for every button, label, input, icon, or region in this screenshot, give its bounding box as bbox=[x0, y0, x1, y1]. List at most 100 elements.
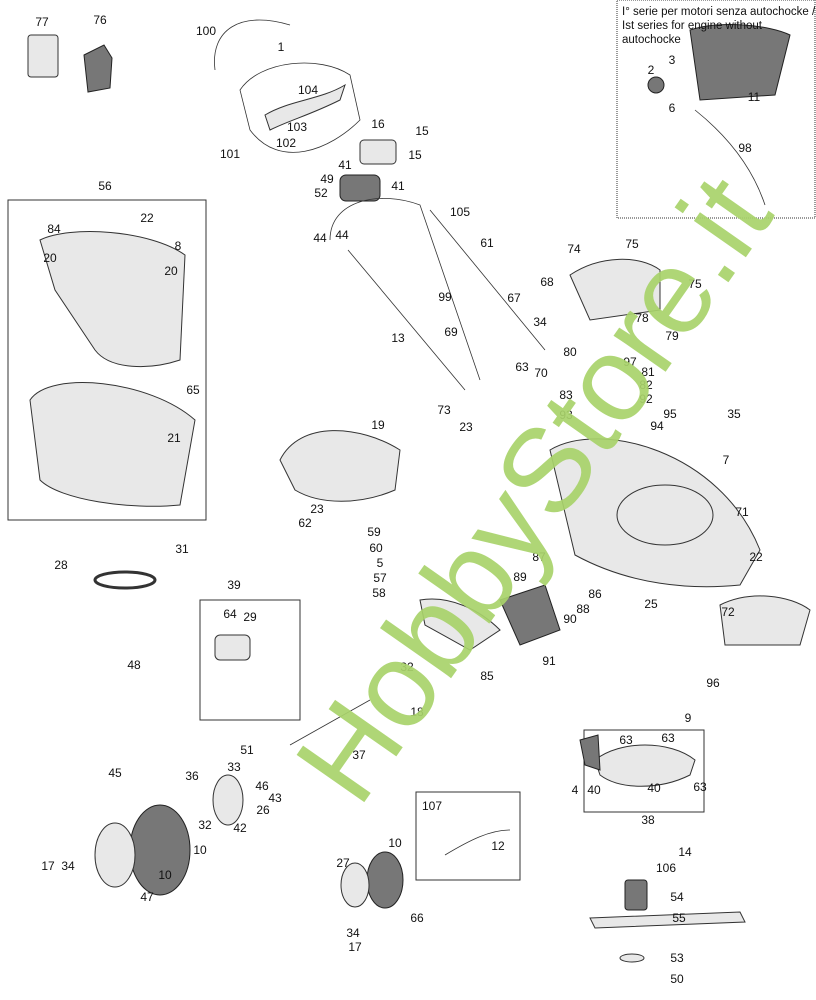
part-number-78: 78 bbox=[635, 311, 649, 325]
part-number-46: 46 bbox=[255, 779, 269, 793]
part-number-104: 104 bbox=[298, 83, 318, 97]
part-number-77: 77 bbox=[35, 15, 49, 29]
group-39-frame bbox=[199, 599, 301, 721]
group-9-frame bbox=[583, 729, 705, 813]
part-number-99: 99 bbox=[438, 290, 452, 304]
part-number-35: 35 bbox=[727, 407, 741, 421]
part-number-85: 85 bbox=[480, 669, 494, 683]
part-number-15: 15 bbox=[408, 148, 422, 162]
part-number-95: 95 bbox=[663, 407, 677, 421]
part-number-8: 8 bbox=[175, 239, 182, 253]
part-number-10: 10 bbox=[388, 836, 402, 850]
part-number-32: 32 bbox=[400, 660, 414, 674]
part-number-26: 26 bbox=[256, 803, 270, 817]
part-number-88: 88 bbox=[576, 602, 590, 616]
part-number-71: 71 bbox=[735, 505, 749, 519]
part-number-56: 56 bbox=[98, 179, 112, 193]
part-number-94: 94 bbox=[650, 419, 664, 433]
part-number-92: 92 bbox=[639, 392, 653, 406]
part-number-87: 87 bbox=[532, 550, 546, 564]
part-number-51: 51 bbox=[240, 743, 254, 757]
part-number-72: 72 bbox=[721, 605, 735, 619]
part-number-102: 102 bbox=[276, 136, 296, 150]
part-number-12: 12 bbox=[491, 839, 505, 853]
part-number-69: 69 bbox=[444, 325, 458, 339]
part-number-103: 103 bbox=[287, 120, 307, 134]
part-number-64: 64 bbox=[223, 607, 237, 621]
part-number-33: 33 bbox=[227, 760, 241, 774]
part-number-16: 16 bbox=[371, 117, 385, 131]
part-number-45: 45 bbox=[108, 766, 122, 780]
part-number-20: 20 bbox=[43, 251, 57, 265]
part-number-17: 17 bbox=[348, 940, 362, 954]
part-number-44: 44 bbox=[313, 231, 327, 245]
part-number-19: 19 bbox=[371, 418, 385, 432]
part-number-63: 63 bbox=[693, 780, 707, 794]
first-series-note: I° serie per motori senza autochocke / I… bbox=[622, 5, 816, 47]
part-number-6: 6 bbox=[669, 101, 676, 115]
part-number-43: 43 bbox=[268, 791, 282, 805]
part-number-90: 90 bbox=[563, 612, 577, 626]
part-number-31: 31 bbox=[175, 542, 189, 556]
part-number-59: 59 bbox=[367, 525, 381, 539]
part-shapes bbox=[27, 19, 811, 963]
part-number-62: 62 bbox=[298, 516, 312, 530]
part-number-86: 86 bbox=[588, 587, 602, 601]
part-number-23: 23 bbox=[310, 502, 324, 516]
part-number-60: 60 bbox=[369, 541, 383, 555]
part-number-82: 82 bbox=[639, 378, 653, 392]
part-number-11: 11 bbox=[748, 90, 761, 104]
part-number-61: 61 bbox=[480, 236, 494, 250]
part-number-73: 73 bbox=[437, 403, 451, 417]
part-number-52: 52 bbox=[314, 186, 328, 200]
part-number-34: 34 bbox=[61, 859, 75, 873]
part-number-5: 5 bbox=[377, 556, 384, 570]
part-number-96: 96 bbox=[706, 676, 720, 690]
part-number-39: 39 bbox=[227, 578, 241, 592]
part-number-81: 81 bbox=[641, 365, 655, 379]
part-number-36: 36 bbox=[185, 769, 199, 783]
note-line-2: Ist series for engine without autochocke bbox=[622, 20, 762, 46]
part-number-27: 27 bbox=[336, 856, 350, 870]
part-number-28: 28 bbox=[54, 558, 68, 572]
part-number-23: 23 bbox=[459, 420, 473, 434]
part-number-41: 41 bbox=[338, 158, 352, 172]
part-number-70: 70 bbox=[534, 366, 548, 380]
part-number-91: 91 bbox=[542, 654, 556, 668]
part-number-18: 18 bbox=[410, 705, 424, 719]
part-number-40: 40 bbox=[647, 781, 661, 795]
part-number-4: 4 bbox=[572, 783, 579, 797]
part-number-53: 53 bbox=[670, 951, 684, 965]
part-number-7: 7 bbox=[723, 453, 730, 467]
part-number-2: 2 bbox=[648, 63, 655, 77]
part-number-1: 1 bbox=[278, 40, 285, 54]
part-number-10: 10 bbox=[193, 843, 207, 857]
part-number-68: 68 bbox=[540, 275, 554, 289]
part-number-29: 29 bbox=[243, 610, 257, 624]
part-number-100: 100 bbox=[196, 24, 216, 38]
part-number-63: 63 bbox=[661, 731, 675, 745]
part-number-58: 58 bbox=[372, 586, 386, 600]
part-number-48: 48 bbox=[127, 658, 141, 672]
part-number-97: 97 bbox=[623, 355, 637, 369]
part-number-9: 9 bbox=[685, 711, 692, 725]
part-number-106: 106 bbox=[656, 861, 676, 875]
part-number-37: 37 bbox=[352, 748, 366, 762]
part-number-57: 57 bbox=[373, 571, 387, 585]
part-number-40: 40 bbox=[587, 783, 601, 797]
part-number-22: 22 bbox=[749, 550, 763, 564]
part-number-66: 66 bbox=[410, 911, 424, 925]
part-number-49: 49 bbox=[320, 172, 334, 186]
note-line-1: I° serie per motori senza autochocke / bbox=[622, 6, 816, 18]
part-number-80: 80 bbox=[563, 345, 577, 359]
part-number-79: 79 bbox=[665, 329, 679, 343]
part-number-22: 22 bbox=[140, 211, 154, 225]
part-number-41: 41 bbox=[391, 179, 405, 193]
part-number-101: 101 bbox=[220, 147, 240, 161]
part-number-63: 63 bbox=[619, 733, 633, 747]
grass-bag-group-frame bbox=[7, 199, 207, 521]
part-number-75: 75 bbox=[625, 237, 639, 251]
part-number-34: 34 bbox=[533, 315, 547, 329]
